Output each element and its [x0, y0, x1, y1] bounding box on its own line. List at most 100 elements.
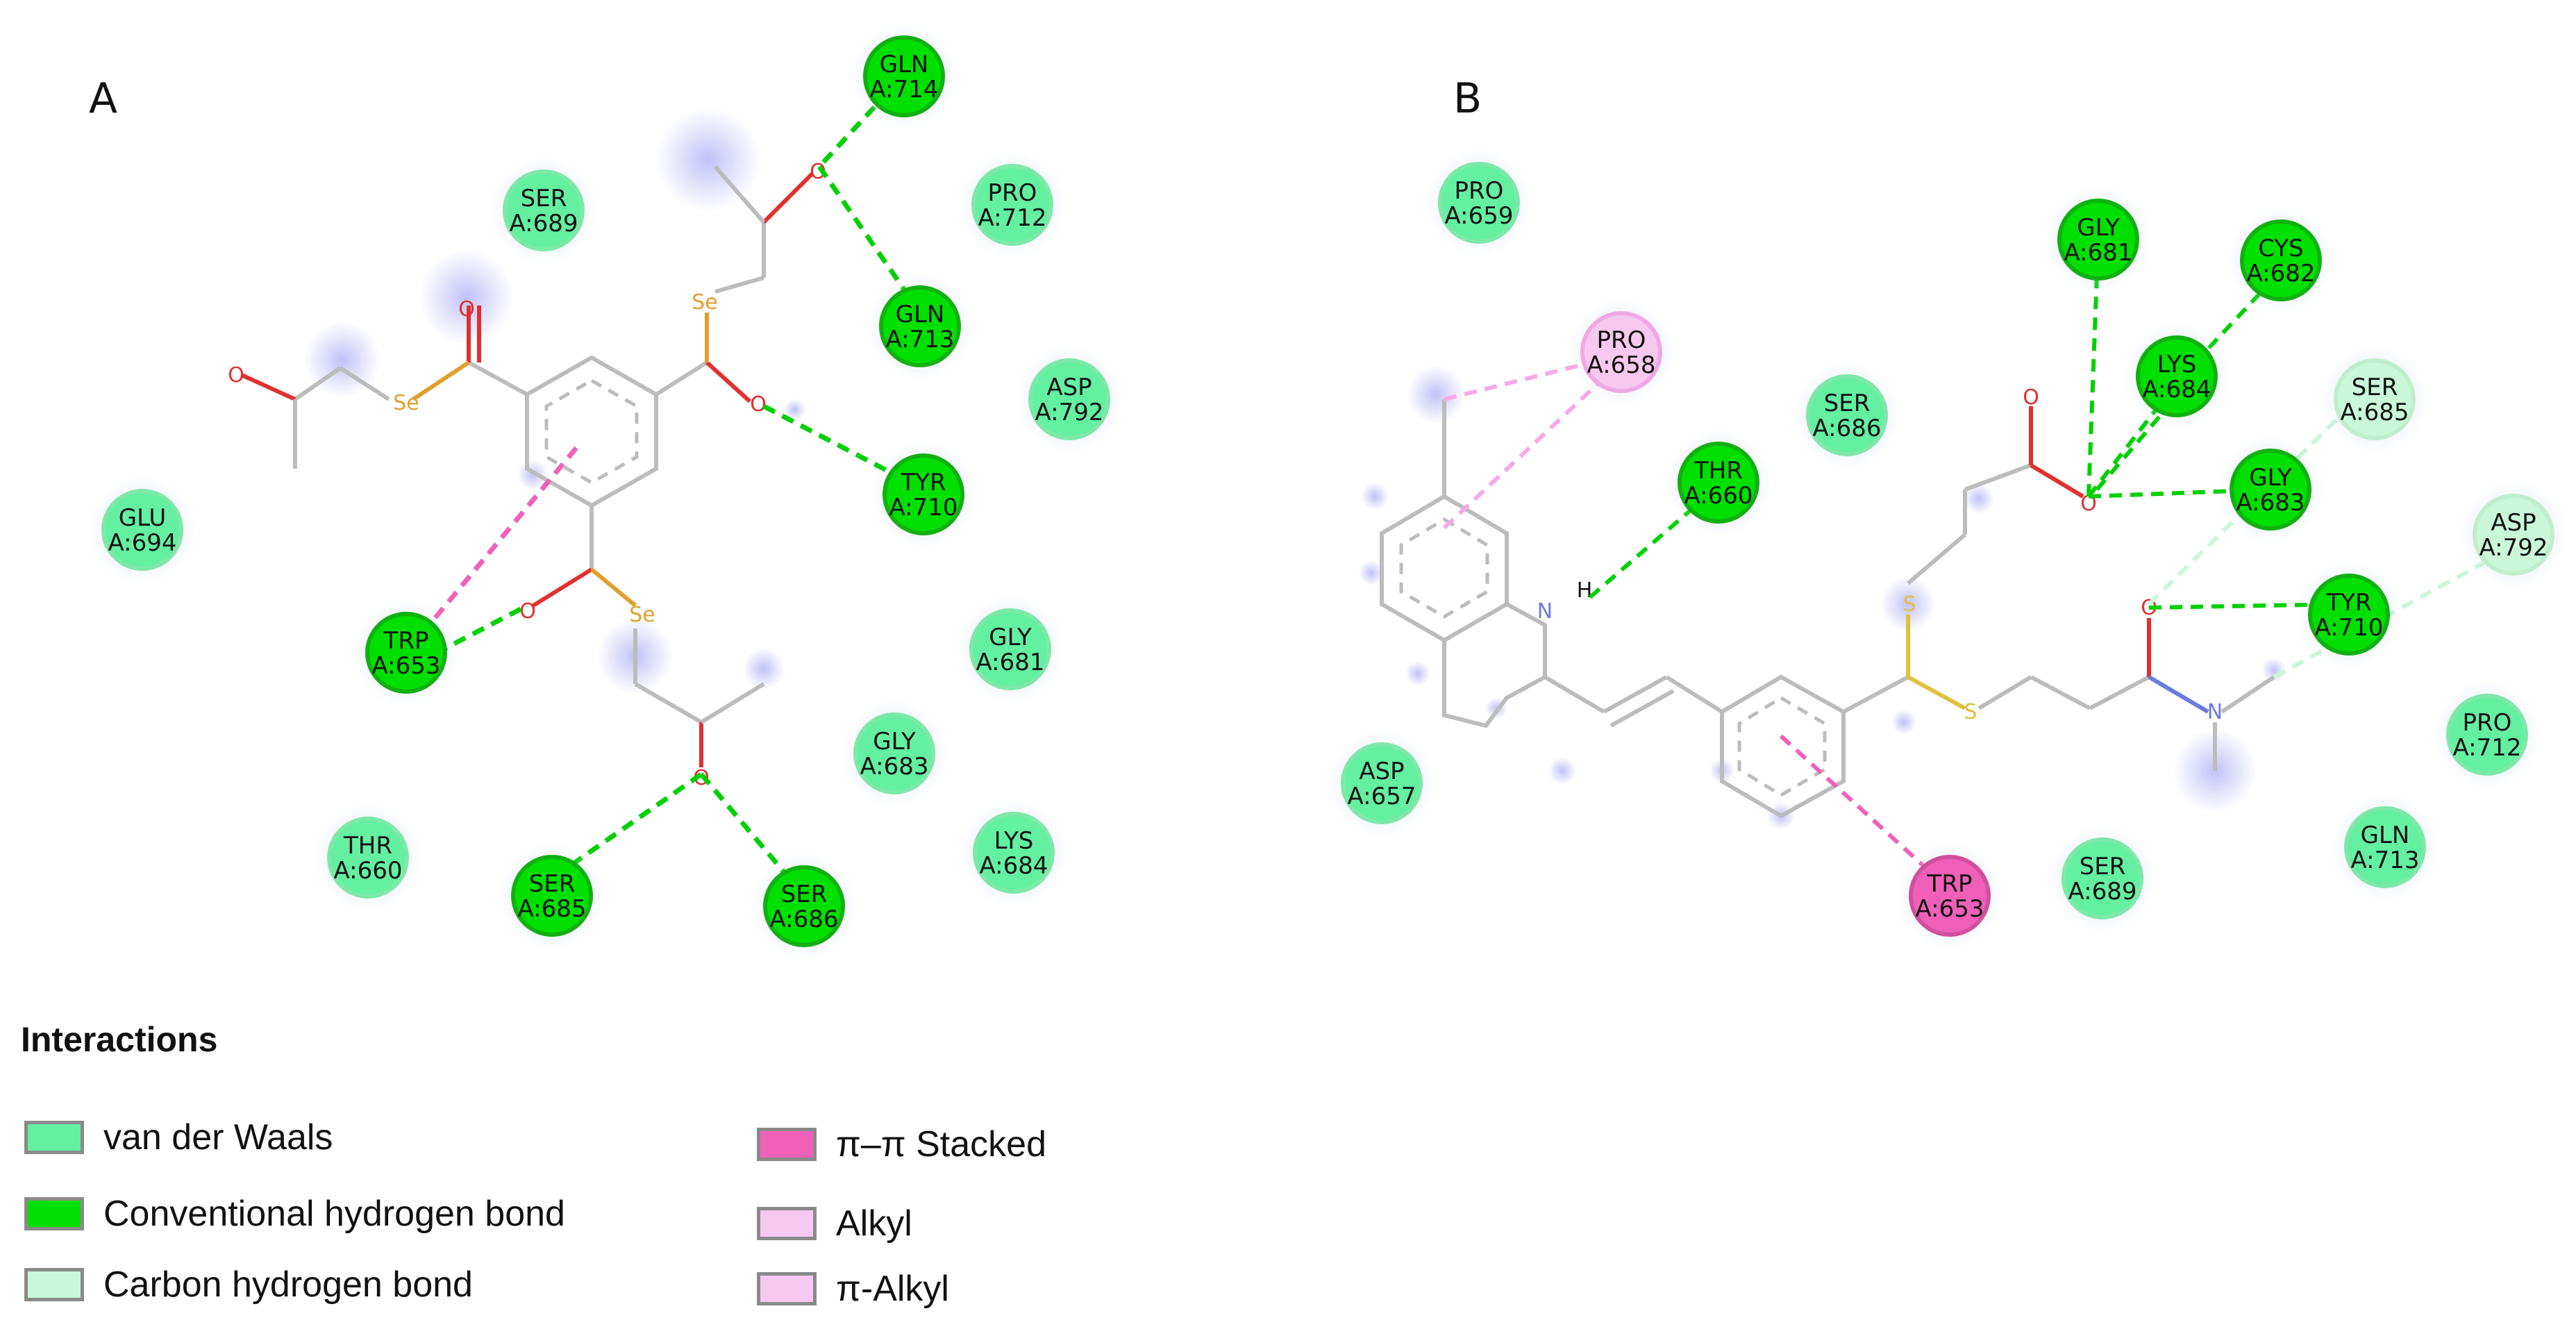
residue-circle [2473, 494, 2554, 576]
residue-id: A:689 [509, 210, 578, 237]
residue-circle [503, 169, 585, 251]
residue-circle [879, 285, 961, 367]
residue-circle [763, 865, 845, 947]
residue-id: A:653 [1915, 895, 1984, 923]
residue-circle [2344, 806, 2426, 888]
residue-name: SER [529, 870, 576, 898]
residue-id: A:712 [2452, 734, 2521, 762]
residue-name: SER [781, 881, 828, 908]
residue-name: PRO [1597, 326, 1646, 354]
residue-circle [883, 453, 964, 535]
residue-name: GLN [880, 51, 929, 78]
residue-id: A:685 [2340, 399, 2409, 426]
panel-a-label: A [89, 74, 117, 123]
residue-circle [971, 164, 1053, 246]
residue-id: A:792 [2479, 534, 2548, 562]
residue-id: A:684 [2142, 376, 2211, 403]
residue-circle [327, 817, 409, 899]
atom-label: Se [393, 391, 419, 415]
residue-id: A:689 [2068, 878, 2136, 905]
residue-id: A:694 [108, 529, 176, 557]
atom-label: S [1964, 700, 1977, 724]
residue-id: A:683 [2236, 489, 2305, 517]
residue-name: GLN [2361, 821, 2410, 849]
residue-name: TYR [2325, 589, 2371, 617]
residue-circle [2334, 358, 2416, 440]
residue-name: ASP [1046, 374, 1092, 401]
residue-name: ASP [1359, 758, 1404, 785]
residue-circle [1438, 162, 1520, 244]
residue-circle [101, 489, 183, 571]
residue-name: GLY [989, 624, 1032, 651]
residue-id: A:713 [885, 326, 954, 353]
residue-name: GLN [896, 301, 945, 328]
residue-name: SER [2080, 853, 2126, 881]
residue-name: TYR [900, 469, 946, 496]
residue-name: PRO [2463, 709, 2512, 737]
residue-circle [2136, 335, 2218, 417]
atom-label: O [458, 297, 475, 322]
residue-circle [1806, 374, 1888, 456]
residue-circle [853, 712, 935, 794]
residue-circle [1580, 311, 1662, 393]
residue-circle [365, 612, 447, 694]
residue-id: A:657 [1347, 783, 1416, 810]
atom-label: N [2207, 700, 2223, 724]
residue-id: A:686 [769, 905, 838, 933]
atom-label: Se [692, 290, 718, 315]
residue-circle [1909, 855, 1991, 937]
residue-id: A:712 [978, 204, 1046, 232]
residue-id: A:685 [517, 895, 586, 923]
residue-circle [1341, 742, 1423, 824]
residue-name: PRO [988, 179, 1037, 207]
residue-name: SER [1824, 390, 1871, 417]
residue-id: A:653 [371, 652, 440, 680]
residue-circle [2061, 837, 2143, 919]
residue-name: GLY [873, 728, 916, 756]
residue-name: TRP [383, 627, 429, 655]
residue-id: A:714 [869, 76, 938, 103]
residue-name: GLY [2249, 464, 2292, 492]
residue-name: LYS [994, 827, 1034, 855]
residue-name: SER [521, 185, 567, 212]
residue-circle [2240, 219, 2322, 301]
panel-b-label: B [1453, 74, 1482, 123]
residue-circle [1678, 442, 1759, 524]
residue-id: A:792 [1035, 399, 1103, 426]
residue-circle [2057, 199, 2139, 281]
residue-name: GLU [119, 504, 166, 532]
atom-label: O [228, 363, 244, 387]
residue-name: PRO [1455, 177, 1504, 205]
atom-label: Se [629, 603, 655, 627]
residue-name: THR [1693, 457, 1743, 485]
atom-label: O [750, 392, 767, 417]
residue-name: ASP [2491, 509, 2536, 537]
residue-circle [863, 35, 945, 117]
panel-a-residues: GLNA:714PROA:712SERA:689GLNA:713ASPA:792… [88, 22, 1123, 960]
residue-circle [969, 608, 1051, 690]
residue-name: SER [2352, 374, 2398, 401]
residue-id: A:658 [1587, 351, 1655, 379]
